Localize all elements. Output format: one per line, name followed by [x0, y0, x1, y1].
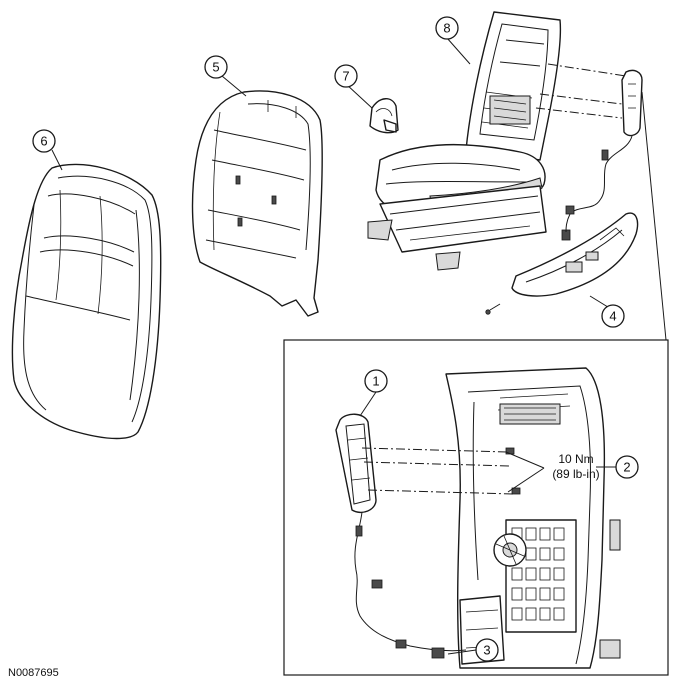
- inset-frame-detail: [445, 367, 621, 669]
- svg-text:3: 3: [483, 643, 490, 658]
- torque-spec-metric: 10 Nm: [558, 452, 593, 466]
- svg-text:5: 5: [212, 60, 219, 75]
- callout-1: 1: [364, 369, 388, 393]
- svg-text:2: 2: [623, 460, 630, 475]
- seat-side-bracket: [369, 98, 399, 134]
- callout-6: 6: [32, 129, 56, 153]
- callout-2: 2: [615, 455, 639, 479]
- callout-8: 8: [435, 16, 459, 40]
- callout-4: 4: [601, 304, 625, 328]
- seat-back-cover: [11, 163, 162, 440]
- callout-5: 5: [204, 55, 228, 79]
- side-airbag-module: [535, 63, 643, 241]
- callout-7: 7: [334, 64, 358, 88]
- seat-frame-assembly: [367, 11, 562, 271]
- callout-leaders: [51, 37, 617, 655]
- svg-text:6: 6: [40, 134, 47, 149]
- inset-leader-line: [641, 91, 667, 341]
- svg-text:8: 8: [443, 21, 450, 36]
- callout-3: 3: [475, 638, 499, 662]
- seat-side-shield: [485, 212, 639, 315]
- inset-side-airbag-module: [335, 413, 515, 659]
- svg-text:7: 7: [342, 69, 349, 84]
- inset-detail-box: [283, 339, 669, 676]
- torque-spec-imperial: (89 lb-in): [552, 467, 599, 481]
- figure-id: N0087695: [8, 667, 59, 679]
- seat-back-panel: [191, 90, 323, 317]
- svg-text:1: 1: [372, 374, 379, 389]
- svg-text:4: 4: [609, 309, 616, 324]
